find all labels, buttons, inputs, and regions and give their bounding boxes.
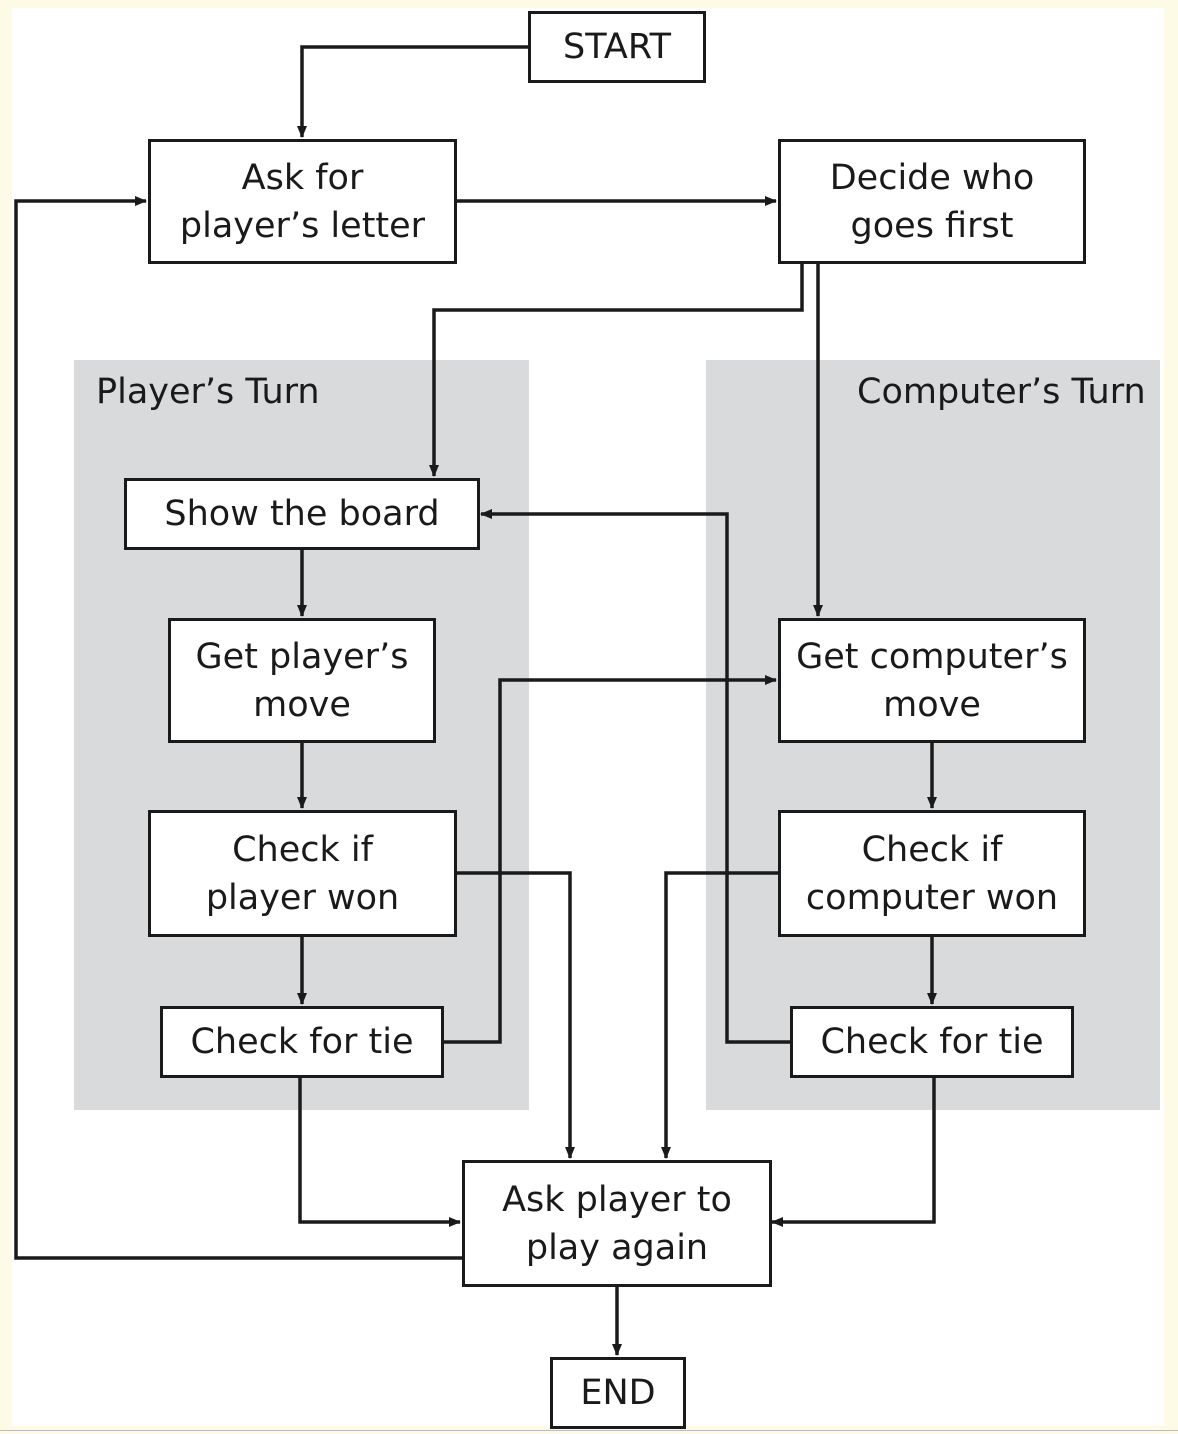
start-node: START <box>528 11 706 83</box>
player-turn-label: Player’s Turn <box>96 372 320 412</box>
get-player-move-node: Get player’s move <box>168 618 436 743</box>
ask-player-letter-label: Ask for player’s letter <box>179 157 426 246</box>
ask-play-again-node: Ask player to play again <box>462 1160 772 1287</box>
start-node-label: START <box>563 27 671 67</box>
show-board-node: Show the board <box>124 478 480 550</box>
show-board-label: Show the board <box>164 494 440 534</box>
computer-turn-label: Computer’s Turn <box>857 372 1146 412</box>
check-tie-player-node: Check for tie <box>160 1006 444 1078</box>
edge-play-again-to-ask-letter <box>14 196 462 1260</box>
get-player-move-label: Get player’s move <box>195 636 409 725</box>
ask-play-again-label: Ask player to play again <box>502 1179 732 1268</box>
check-computer-won-label: Check if computer won <box>805 829 1059 918</box>
decide-who-goes-first-node: Decide who goes first <box>778 139 1086 264</box>
check-tie-computer-label: Check for tie <box>820 1022 1044 1062</box>
edge-computer-tie-to-show-board <box>480 509 790 1044</box>
get-computer-move-node: Get computer’s move <box>778 618 1086 743</box>
ask-player-letter-node: Ask for player’s letter <box>148 139 457 264</box>
edge-player-tie-to-play-again <box>298 1077 461 1227</box>
decide-who-goes-first-label: Decide who goes first <box>829 157 1035 246</box>
edge-player-tie-to-computer-move <box>443 675 777 1044</box>
edge-start-to-ask-letter <box>297 45 528 138</box>
bottom-rule <box>0 1430 1178 1431</box>
end-node-label: END <box>580 1373 656 1413</box>
edge-decide-to-show-board <box>429 264 804 477</box>
check-tie-player-label: Check for tie <box>190 1022 414 1062</box>
check-computer-won-node: Check if computer won <box>778 810 1086 937</box>
check-player-won-label: Check if player won <box>205 829 400 918</box>
check-tie-computer-node: Check for tie <box>790 1006 1074 1078</box>
check-player-won-node: Check if player won <box>148 810 457 937</box>
edge-computer-won-to-play-again <box>661 871 778 1159</box>
end-node: END <box>550 1357 686 1429</box>
edge-player-won-to-play-again <box>456 871 575 1159</box>
get-computer-move-label: Get computer’s move <box>796 636 1068 725</box>
edge-computer-tie-to-play-again <box>771 1077 936 1227</box>
